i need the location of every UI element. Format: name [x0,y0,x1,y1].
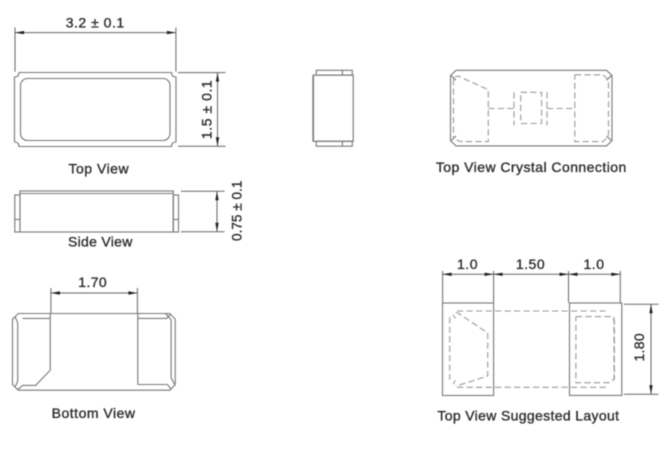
svg-text:1.70: 1.70 [78,274,107,290]
svg-text:3.2 ± 0.1: 3.2 ± 0.1 [66,15,125,31]
svg-text:1.50: 1.50 [516,256,545,272]
svg-text:1.80: 1.80 [631,333,647,361]
svg-text:Side View: Side View [68,234,133,250]
svg-text:1.5 ± 0.1: 1.5 ± 0.1 [198,80,214,139]
svg-text:Bottom View: Bottom View [52,405,136,421]
svg-text:Top View: Top View [69,161,130,177]
svg-text:1.0: 1.0 [584,256,605,272]
svg-text:Top View Suggested Layout: Top View Suggested Layout [437,407,619,423]
svg-text:0.75 ± 0.1: 0.75 ± 0.1 [229,181,244,241]
svg-text:Top View Crystal Connection: Top View Crystal Connection [436,159,627,175]
svg-text:1.0: 1.0 [457,256,478,272]
